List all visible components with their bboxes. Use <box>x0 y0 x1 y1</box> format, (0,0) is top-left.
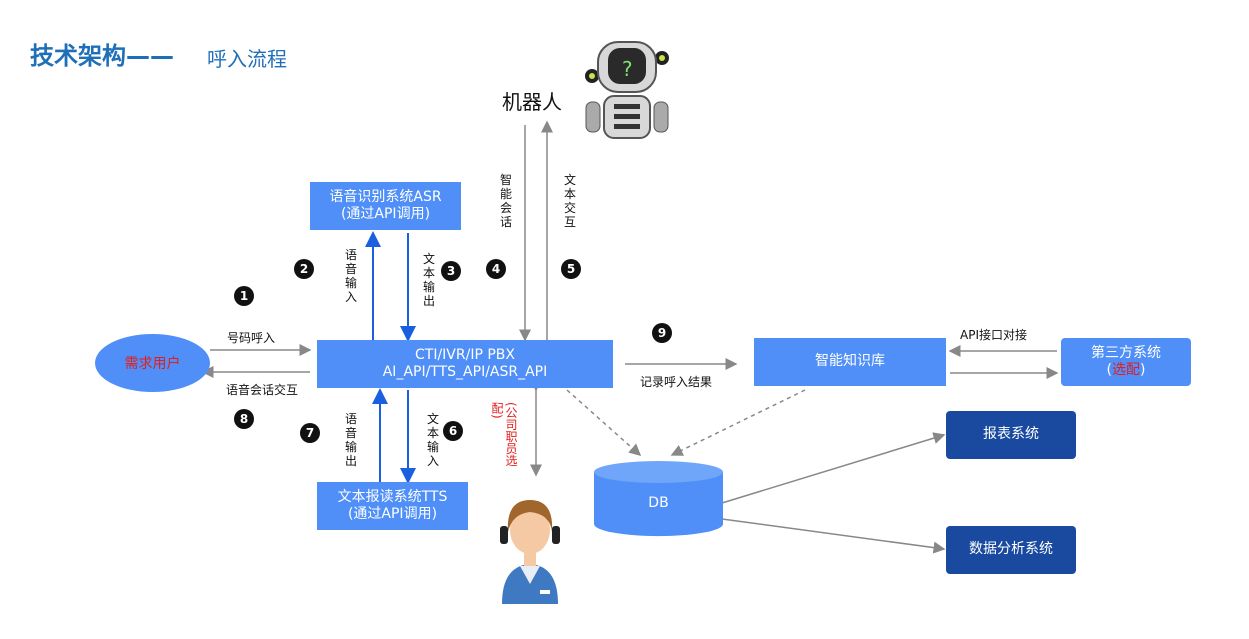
page-title: 技术架构—— <box>30 42 174 70</box>
asr-text-output-label: 文本输出 <box>422 252 435 308</box>
page-subtitle: 呼入流程 <box>207 47 287 71</box>
record-result-label: 记录呼入结果 <box>640 375 713 389</box>
report-label: 报表系统 <box>983 426 1039 443</box>
arrow-cti-to-db <box>566 389 642 456</box>
robot-icon: ? <box>585 41 669 139</box>
tts-note: (通过API调用) <box>347 506 438 522</box>
smart-session-label: 智能会话 <box>499 173 512 229</box>
robot-label: 机器人 <box>502 90 562 114</box>
analysis-label: 数据分析系统 <box>969 541 1053 558</box>
step-6: 6 <box>443 421 463 441</box>
step-9: 9 <box>652 323 672 343</box>
agent-optional-label: (公司职员选配) <box>490 402 518 467</box>
asr-voice-input-label: 语音输入 <box>344 248 357 304</box>
knowledge-base-box: 智能知识库 <box>754 338 946 386</box>
report-system-box: 报表系统 <box>946 411 1076 459</box>
tts-title: 文本报读系统TTS <box>337 488 448 505</box>
tts-voice-output-label: 语音输出 <box>344 412 357 468</box>
db-cylinder <box>594 461 723 537</box>
svg-text:?: ? <box>621 57 633 81</box>
step-1: 1 <box>234 286 254 306</box>
arrow-db-to-report <box>721 432 946 504</box>
tts-text-input-label: 文本输入 <box>426 412 439 468</box>
cti-box: CTI/IVR/IP PBX AI_API/TTS_API/ASR_API <box>317 340 613 388</box>
arrow-kb-to-db <box>670 389 806 456</box>
arrow-db-to-analysis <box>721 518 946 554</box>
asr-box: 语音识别系统ASR (通过API调用) <box>310 182 461 230</box>
api-dock-label: API接口对接 <box>960 328 1027 342</box>
call-in-label: 号码呼入 <box>227 331 276 345</box>
step-8: 8 <box>234 409 254 429</box>
step-5: 5 <box>561 259 581 279</box>
cti-title: CTI/IVR/IP PBX <box>415 346 515 363</box>
asr-title: 语音识别系统ASR <box>329 188 442 205</box>
agent-headset-icon <box>500 500 560 604</box>
user-label: 需求用户 <box>124 356 181 372</box>
kb-label: 智能知识库 <box>815 353 885 370</box>
tts-box: 文本报读系统TTS (通过API调用) <box>317 482 468 530</box>
step-7: 7 <box>300 423 320 443</box>
voice-interact-label: 语音会话交互 <box>226 383 299 397</box>
user-ellipse: 需求用户 <box>95 334 210 392</box>
text-interact-label: 文本交互 <box>563 173 576 229</box>
db-label: DB <box>648 495 669 511</box>
third-party-optional: (选配) <box>1106 362 1146 378</box>
step-4: 4 <box>486 259 506 279</box>
third-party-title: 第三方系统 <box>1091 344 1161 361</box>
step-3: 3 <box>441 261 461 281</box>
asr-note: (通过API调用) <box>340 206 431 222</box>
analysis-system-box: 数据分析系统 <box>946 526 1076 574</box>
step-2: 2 <box>294 259 314 279</box>
third-party-box: 第三方系统 (选配) <box>1061 338 1191 386</box>
cti-apis: AI_API/TTS_API/ASR_API <box>382 364 548 380</box>
